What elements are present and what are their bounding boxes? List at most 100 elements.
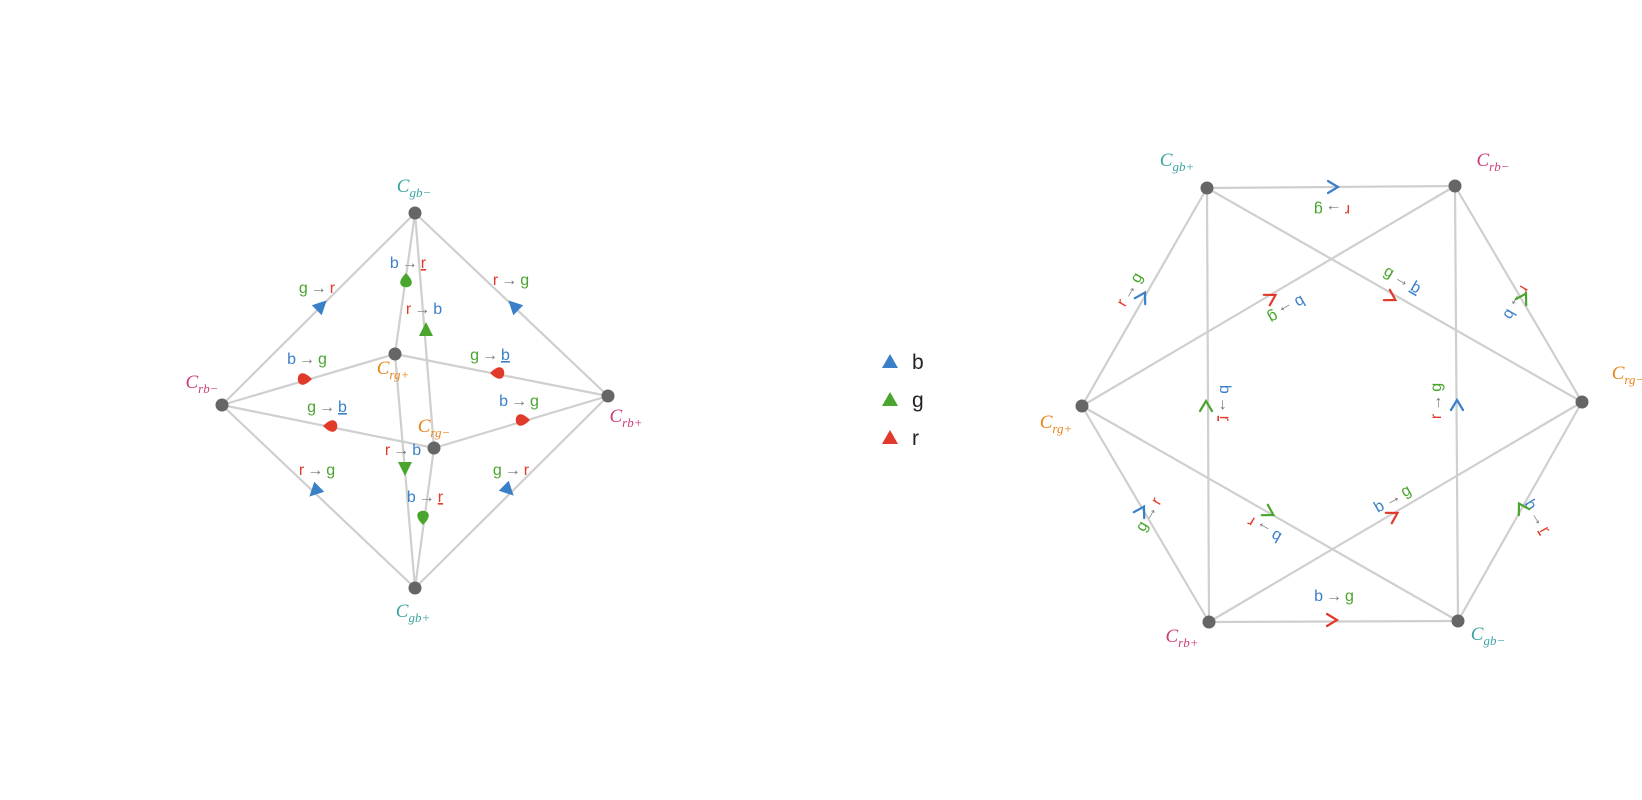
right-edge-label: g→b [1381,263,1424,298]
right-edge-marker [1326,179,1341,195]
left-edge-marker [515,414,530,426]
chevron-marker-icon [1133,290,1147,306]
chevron-marker-icon [1449,397,1465,412]
graph-edge [1081,405,1210,623]
left-node-label-gb-plus: Cgb+ [396,601,430,625]
right-node-label-rb-minus: Crb− [1476,150,1509,174]
chevron-marker-icon [1517,501,1531,517]
legend-label: r [912,427,919,450]
left-node-label-gb-minus: Cgb− [397,176,431,200]
chevron-marker-icon [1260,503,1276,517]
transition-label: g→b [470,347,510,364]
graph-edge [221,404,416,589]
right-edge-marker [1384,511,1400,525]
right-node-label-rg-plus: Crg+ [1040,412,1073,436]
left-graph: g→r b→r r→g r→b b→g g→b g→b b→g r→b r→g g→r b→r Cgb−… [185,176,642,625]
right-node-rg-plus [1075,399,1089,413]
chevron-marker-icon [1262,293,1278,307]
left-edge-label: b→g [499,393,539,410]
right-edge-marker [1198,398,1214,413]
drop-marker-icon [417,510,429,525]
transition-label: b→g [287,351,327,368]
transition-label: b→r [390,255,427,272]
transition-label: g→r [493,462,530,479]
left-edge-label: g→r [299,280,336,297]
legend: bgr [882,351,924,450]
right-edge-label: b→r [1244,512,1284,545]
triangle-marker-icon [498,480,514,496]
left-node-label-rg-minus: Crg− [418,416,451,440]
left-edge-marker [398,462,412,476]
transition-label: r→b [406,301,442,318]
right-edge-marker [1517,501,1531,517]
transition-label: b→r [407,489,444,506]
transition-label: r→b [385,442,421,459]
left-node-rb-minus [215,398,229,412]
transition-label: r→g [1314,201,1350,218]
triangle-marker-icon [419,322,433,336]
transition-label: g→b [307,399,347,416]
left-node-gb-plus [408,581,422,595]
transition-label: b→r [1216,385,1233,422]
right-edge-marker [1514,291,1528,307]
drop-marker-icon [323,420,338,432]
left-edge-label: r→g [493,272,529,289]
left-node-label-rb-minus: Crb− [185,372,218,396]
graph-edge [1206,187,1583,403]
left-edge-label: b→g [287,351,327,368]
drop-marker-icon [297,373,312,385]
graph-edge [1081,405,1459,622]
right-node-rg-minus [1575,395,1589,409]
right-node-label-gb-plus: Cgb+ [1160,150,1194,174]
transition-label: b→g [1314,588,1354,605]
right-edge-marker [1262,293,1278,307]
left-edge-label: b→r [407,489,444,506]
graph-edge [1206,184,1456,190]
right-node-rb-plus [1202,615,1216,629]
left-edge-marker [297,373,312,385]
transition-label: b→r [1244,512,1284,545]
left-edge-label: b→r [390,255,427,272]
chevron-marker-icon [1384,511,1400,525]
drop-marker-icon [515,414,530,426]
left-node-rb-plus [601,389,615,403]
graph-edge [1453,185,1460,622]
transition-label: g→b [1381,263,1424,298]
left-edge-marker [490,367,505,379]
transition-label: r→g [1428,383,1445,419]
right-node-gb-plus [1200,181,1214,195]
transition-label: b→r [1520,497,1553,537]
transition-label: b→g [499,393,539,410]
right-edge-label: b→r [1520,497,1553,537]
transition-label: b→g [1265,292,1308,327]
chevron-marker-icon [1132,504,1146,520]
right-node-gb-minus [1451,614,1465,628]
graph-edge [1454,185,1583,403]
right-edge-label: b→g [1314,588,1354,605]
right-edge-marker [1133,290,1147,306]
left-edge-marker [323,420,338,432]
left-node-label-rb-plus: Crb+ [609,406,642,430]
right-edge-marker [1449,397,1465,412]
right-node-rb-minus [1448,179,1462,193]
transition-label: r→g [299,462,335,479]
right-node-label-rg-minus: Crg− [1612,363,1642,387]
chevron-marker-icon [1326,179,1341,195]
chevron-marker-icon [1514,291,1528,307]
legend-item-r: r [882,427,919,450]
chevron-marker-icon [1198,398,1214,413]
left-edge-label: r→b [406,301,442,318]
left-edge-label: r→g [299,462,335,479]
legend-triangle-icon [882,430,898,444]
transition-label: b→g [1371,482,1414,517]
right-edge-label: b→r [1216,385,1233,422]
drop-marker-icon [490,367,505,379]
right-edge-label: r→g [1428,383,1445,419]
left-node-label-rg-plus: Crg+ [377,358,410,382]
left-edge-marker [417,510,429,525]
drop-marker-icon [400,273,412,288]
graph-edge [1457,401,1583,622]
chevron-marker-icon [1382,288,1398,302]
